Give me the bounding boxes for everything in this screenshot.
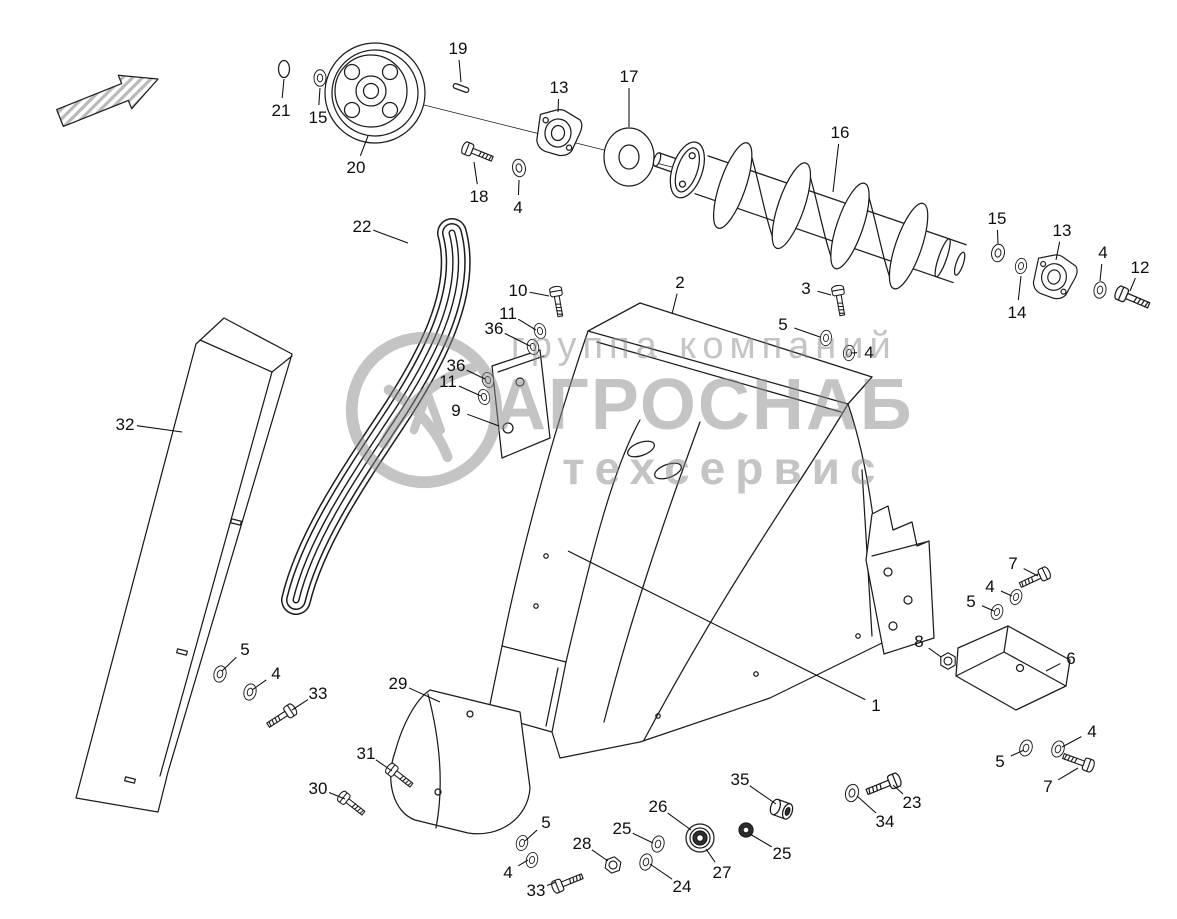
- direction-arrow-icon: [56, 74, 159, 128]
- bearing-assembly-26-27: [685, 823, 715, 853]
- washer-11-upper: [532, 321, 548, 341]
- retaining-ring-part: [277, 59, 291, 79]
- washer-24: [637, 852, 655, 872]
- bolt-7-upper: [1017, 565, 1053, 592]
- washer-11-lower: [476, 387, 492, 407]
- pulley-part: [324, 42, 426, 144]
- washer-15-left: [313, 69, 327, 87]
- washer-4-upper-right: [1007, 587, 1025, 607]
- washer-25-left: [649, 834, 667, 854]
- washer-4-top: [510, 157, 528, 179]
- washer-15-right: [989, 242, 1007, 264]
- auger-part: [652, 141, 967, 290]
- bolt-3: [830, 283, 849, 317]
- washer-4-left: [241, 682, 259, 702]
- drive-belt-part: [281, 218, 471, 615]
- bolt-23: [863, 771, 904, 799]
- washer-4-right: [1092, 280, 1108, 300]
- bracket-6: [955, 625, 1071, 711]
- bolt-33-left: [264, 701, 299, 732]
- washer-14: [1013, 257, 1029, 275]
- bolt-30: [335, 789, 368, 819]
- bolt-7-lower: [1060, 749, 1097, 774]
- washer-4-bottom: [524, 850, 540, 870]
- flange-bearing-right: [1030, 250, 1081, 303]
- key-pin-part: [452, 83, 470, 93]
- washer-4-rim: [842, 344, 856, 362]
- bracket-8: [865, 505, 935, 655]
- locknut-25-right: [738, 822, 754, 838]
- washer-5-left: [211, 664, 229, 684]
- deflector-chute-part: [390, 689, 531, 835]
- washer-5-upper-right: [988, 602, 1006, 622]
- main-spout-part: [487, 302, 885, 759]
- washer-5-lower-right: [1017, 737, 1035, 759]
- flange-bearing-left: [534, 106, 585, 159]
- washer-5-bottom: [514, 833, 530, 853]
- nut-28: [603, 855, 623, 875]
- washer-34: [843, 782, 861, 804]
- disc-washer-17: [603, 127, 655, 187]
- mount-plate-9: [491, 349, 551, 459]
- side-cover-part: [75, 317, 293, 813]
- bolt-18: [459, 140, 496, 166]
- bolt-12: [1112, 284, 1153, 313]
- bolt-33-bottom: [549, 869, 586, 895]
- nut-8: [940, 652, 956, 670]
- bolt-10: [548, 284, 567, 318]
- bushing-35: [769, 798, 794, 820]
- washer-5-rim: [819, 329, 833, 347]
